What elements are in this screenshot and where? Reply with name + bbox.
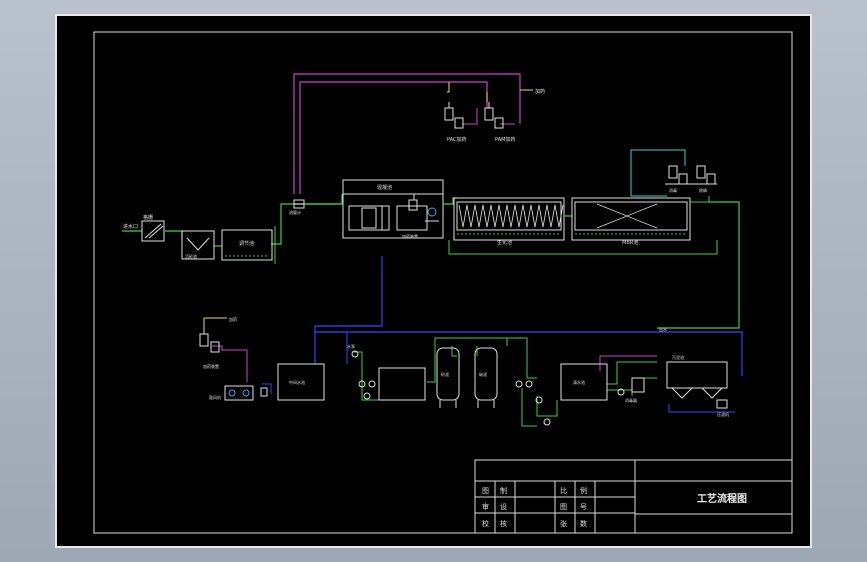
tb-row-label-6: 核 (500, 519, 507, 528)
to-bio-line (443, 197, 457, 205)
lift-pumps[interactable] (351, 350, 376, 400)
label-bio-tank: 生化池 (497, 239, 512, 246)
tb-mid-label-6: 数 (580, 519, 587, 528)
label-coag-tank: 混凝池 (377, 184, 392, 191)
top-dosing-lines (293, 73, 533, 194)
label-inlet: 进水口 (123, 223, 138, 230)
label-top-dose: 加药 (535, 88, 545, 95)
label-carbon-filter: 碳滤 (479, 371, 487, 377)
label-equalization: 调节池 (239, 240, 254, 247)
title-block (474, 459, 793, 534)
label-meter: 流量计 (289, 209, 301, 215)
top-chem-tank-b (484, 102, 504, 129)
label-doser: 加药装置 (402, 233, 418, 239)
right-chem-tanks (665, 165, 717, 185)
equalization-tank[interactable] (221, 229, 273, 261)
filter-feed-tank[interactable] (378, 367, 426, 401)
process-flow-diagram[interactable]: 加药 PAC加药 PAM加药 进水口 格栅 (57, 16, 810, 546)
filter-press[interactable] (716, 399, 728, 409)
flow-meter[interactable] (293, 199, 305, 209)
sand-filter[interactable] (436, 347, 460, 408)
tb-mid-label-3: 图 (560, 503, 567, 511)
label-right-chem-b: 除磷 (699, 187, 707, 193)
lower-green-lines (352, 337, 657, 427)
lower-blue-lines (262, 256, 743, 413)
label-sand-filter: 砂滤 (441, 371, 449, 377)
label-outlet: 出水 (659, 326, 667, 332)
clear-water-tank[interactable] (560, 363, 608, 401)
uv-unit[interactable] (617, 377, 645, 396)
tb-mid-label-2: 例 (580, 486, 587, 495)
drawing-title: 工艺流程图 (697, 492, 747, 505)
bio-tank[interactable] (453, 197, 565, 241)
tb-row-label-3: 审 (482, 502, 489, 511)
label-mid-dose: 加药 (229, 316, 237, 322)
tb-row-label-5: 校 (482, 519, 489, 528)
intermediate-tank[interactable] (277, 363, 325, 401)
label-grit: 沉砂池 (185, 253, 197, 259)
coagulation-tank[interactable] (342, 179, 444, 239)
sludge-tank[interactable] (666, 361, 728, 399)
mid-valves[interactable] (515, 380, 551, 426)
inlet-screen[interactable] (141, 220, 165, 242)
inner-frame (93, 31, 793, 534)
mbr-tank[interactable] (571, 197, 691, 241)
grit-chamber[interactable] (181, 230, 215, 260)
label-top-chem-b: PAM加药 (495, 136, 515, 143)
tb-row-label-1: 图 (482, 487, 489, 495)
label-intermediate: 中间水池 (289, 379, 305, 385)
label-sludge: 污泥池 (672, 354, 684, 360)
tb-row-label-2: 制 (500, 486, 507, 495)
top-chem-tank-a (444, 102, 464, 129)
label-press: 压滤机 (717, 411, 729, 417)
label-screen: 格栅 (143, 214, 153, 221)
label-mid-chem: 加药装置 (203, 363, 219, 369)
tb-mid-label-1: 比 (560, 486, 567, 495)
tb-row-label-4: 设 (500, 502, 507, 511)
label-top-chem-a: PAC加药 (447, 136, 467, 143)
blower[interactable] (224, 385, 268, 401)
tb-mid-label-5: 张 (560, 519, 567, 528)
label-clear-tank: 清水池 (573, 379, 585, 385)
doser-pump[interactable] (425, 207, 439, 222)
label-blower: 鼓风机 (209, 394, 221, 400)
carbon-filter[interactable] (474, 347, 498, 408)
drawing-sheet: 加药 PAC加药 PAM加药 进水口 格栅 (55, 14, 812, 548)
mid-chem-tank[interactable] (199, 318, 220, 353)
label-pump-left: 水泵 (347, 343, 355, 349)
label-uv: 消毒器 (625, 397, 637, 403)
label-right-chem-a: 消毒 (669, 187, 677, 193)
tb-mid-label-4: 号 (580, 503, 587, 511)
mbr-return-lines (448, 149, 740, 329)
label-mbr-tank: MBR池 (622, 239, 638, 246)
